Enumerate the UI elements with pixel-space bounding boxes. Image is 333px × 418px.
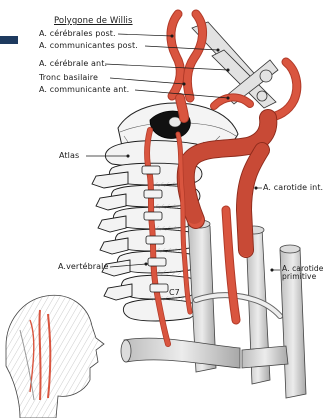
- label-carotide-primitive-line2: primitive: [282, 272, 316, 281]
- label-cerebrales-post: A. cérébrales post.: [39, 29, 116, 38]
- label-carotide-int: A. carotide int.: [263, 183, 323, 192]
- label-tronc-basilaire: Tronc basilaire: [39, 73, 98, 82]
- label-communicantes-post: A. communicantes post.: [39, 41, 138, 50]
- inset-head-profile: [6, 295, 104, 418]
- label-communicante-ant: A. communicante ant.: [39, 85, 129, 94]
- label-polygone-de-willis: Polygone de Willis: [54, 17, 133, 26]
- label-c7: C7: [169, 288, 180, 297]
- label-atlas: Atlas: [59, 151, 79, 160]
- label-vertebrale: A.vertébrale: [58, 262, 109, 271]
- label-cerebrale-ant: A. cérébrale ant.: [39, 59, 107, 68]
